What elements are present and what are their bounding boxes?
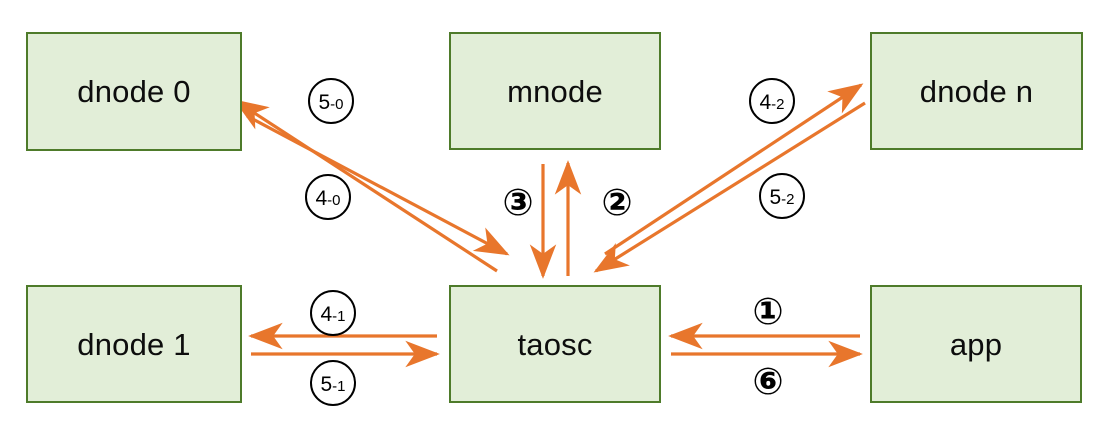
node-label-dnode-1: dnode 1: [77, 326, 191, 362]
edge-label-5-1-main: 5: [320, 373, 333, 396]
edge-label-5-1-sub: -1: [332, 378, 346, 395]
edge-label-6-text: ⑥: [752, 359, 784, 403]
edge-label-3: ③: [495, 179, 541, 225]
node-app[interactable]: app: [870, 285, 1082, 403]
node-dnode-0[interactable]: dnode 0: [26, 32, 242, 151]
edge-label-5-2-sub: -2: [781, 191, 795, 208]
edge-label-2-text: ②: [601, 180, 633, 224]
node-label-dnode-n: dnode n: [919, 73, 1034, 109]
node-label-app: app: [949, 326, 1003, 362]
node-dnode-1[interactable]: dnode 1: [26, 285, 242, 403]
edge-label-4-1-sub: -1: [332, 308, 346, 325]
edge-label-5-1: 5-1: [310, 360, 356, 406]
node-label-mnode: mnode: [507, 73, 603, 109]
edge-label-6: ⑥: [745, 358, 791, 404]
node-dnode-n[interactable]: dnode n: [870, 32, 1083, 150]
node-label-taosc: taosc: [517, 326, 593, 362]
edge-label-5-0: 5-0: [308, 78, 354, 124]
edge-label-4-2-main: 4: [759, 91, 772, 114]
edge-label-5-2-main: 5: [769, 186, 782, 209]
edge-label-2: ②: [594, 179, 640, 225]
edge-label-4-0-sub: -0: [327, 192, 341, 209]
arrow-4-2: [604, 83, 864, 256]
edge-label-4-1-main: 4: [320, 303, 333, 326]
node-taosc[interactable]: taosc: [449, 285, 661, 403]
arrow-4-0: [246, 114, 510, 256]
edge-label-5-0-main: 5: [318, 91, 331, 114]
arrow-5-0: [233, 99, 498, 273]
edge-label-4-0-main: 4: [315, 187, 328, 210]
edge-label-4-2: 4-2: [749, 78, 795, 124]
edge-label-5-0-sub: -0: [330, 96, 344, 113]
edge-label-1-text: ①: [752, 289, 784, 333]
edge-label-4-2-sub: -2: [771, 96, 785, 113]
edge-label-4-0: 4-0: [305, 174, 351, 220]
node-mnode[interactable]: mnode: [449, 32, 661, 150]
arrow-5-2: [593, 101, 866, 273]
edge-label-1: ①: [745, 288, 791, 334]
node-label-dnode-0: dnode 0: [77, 74, 191, 109]
edge-label-3-text: ③: [502, 180, 534, 224]
edge-label-5-2: 5-2: [759, 173, 805, 219]
edge-label-4-1: 4-1: [310, 290, 356, 336]
